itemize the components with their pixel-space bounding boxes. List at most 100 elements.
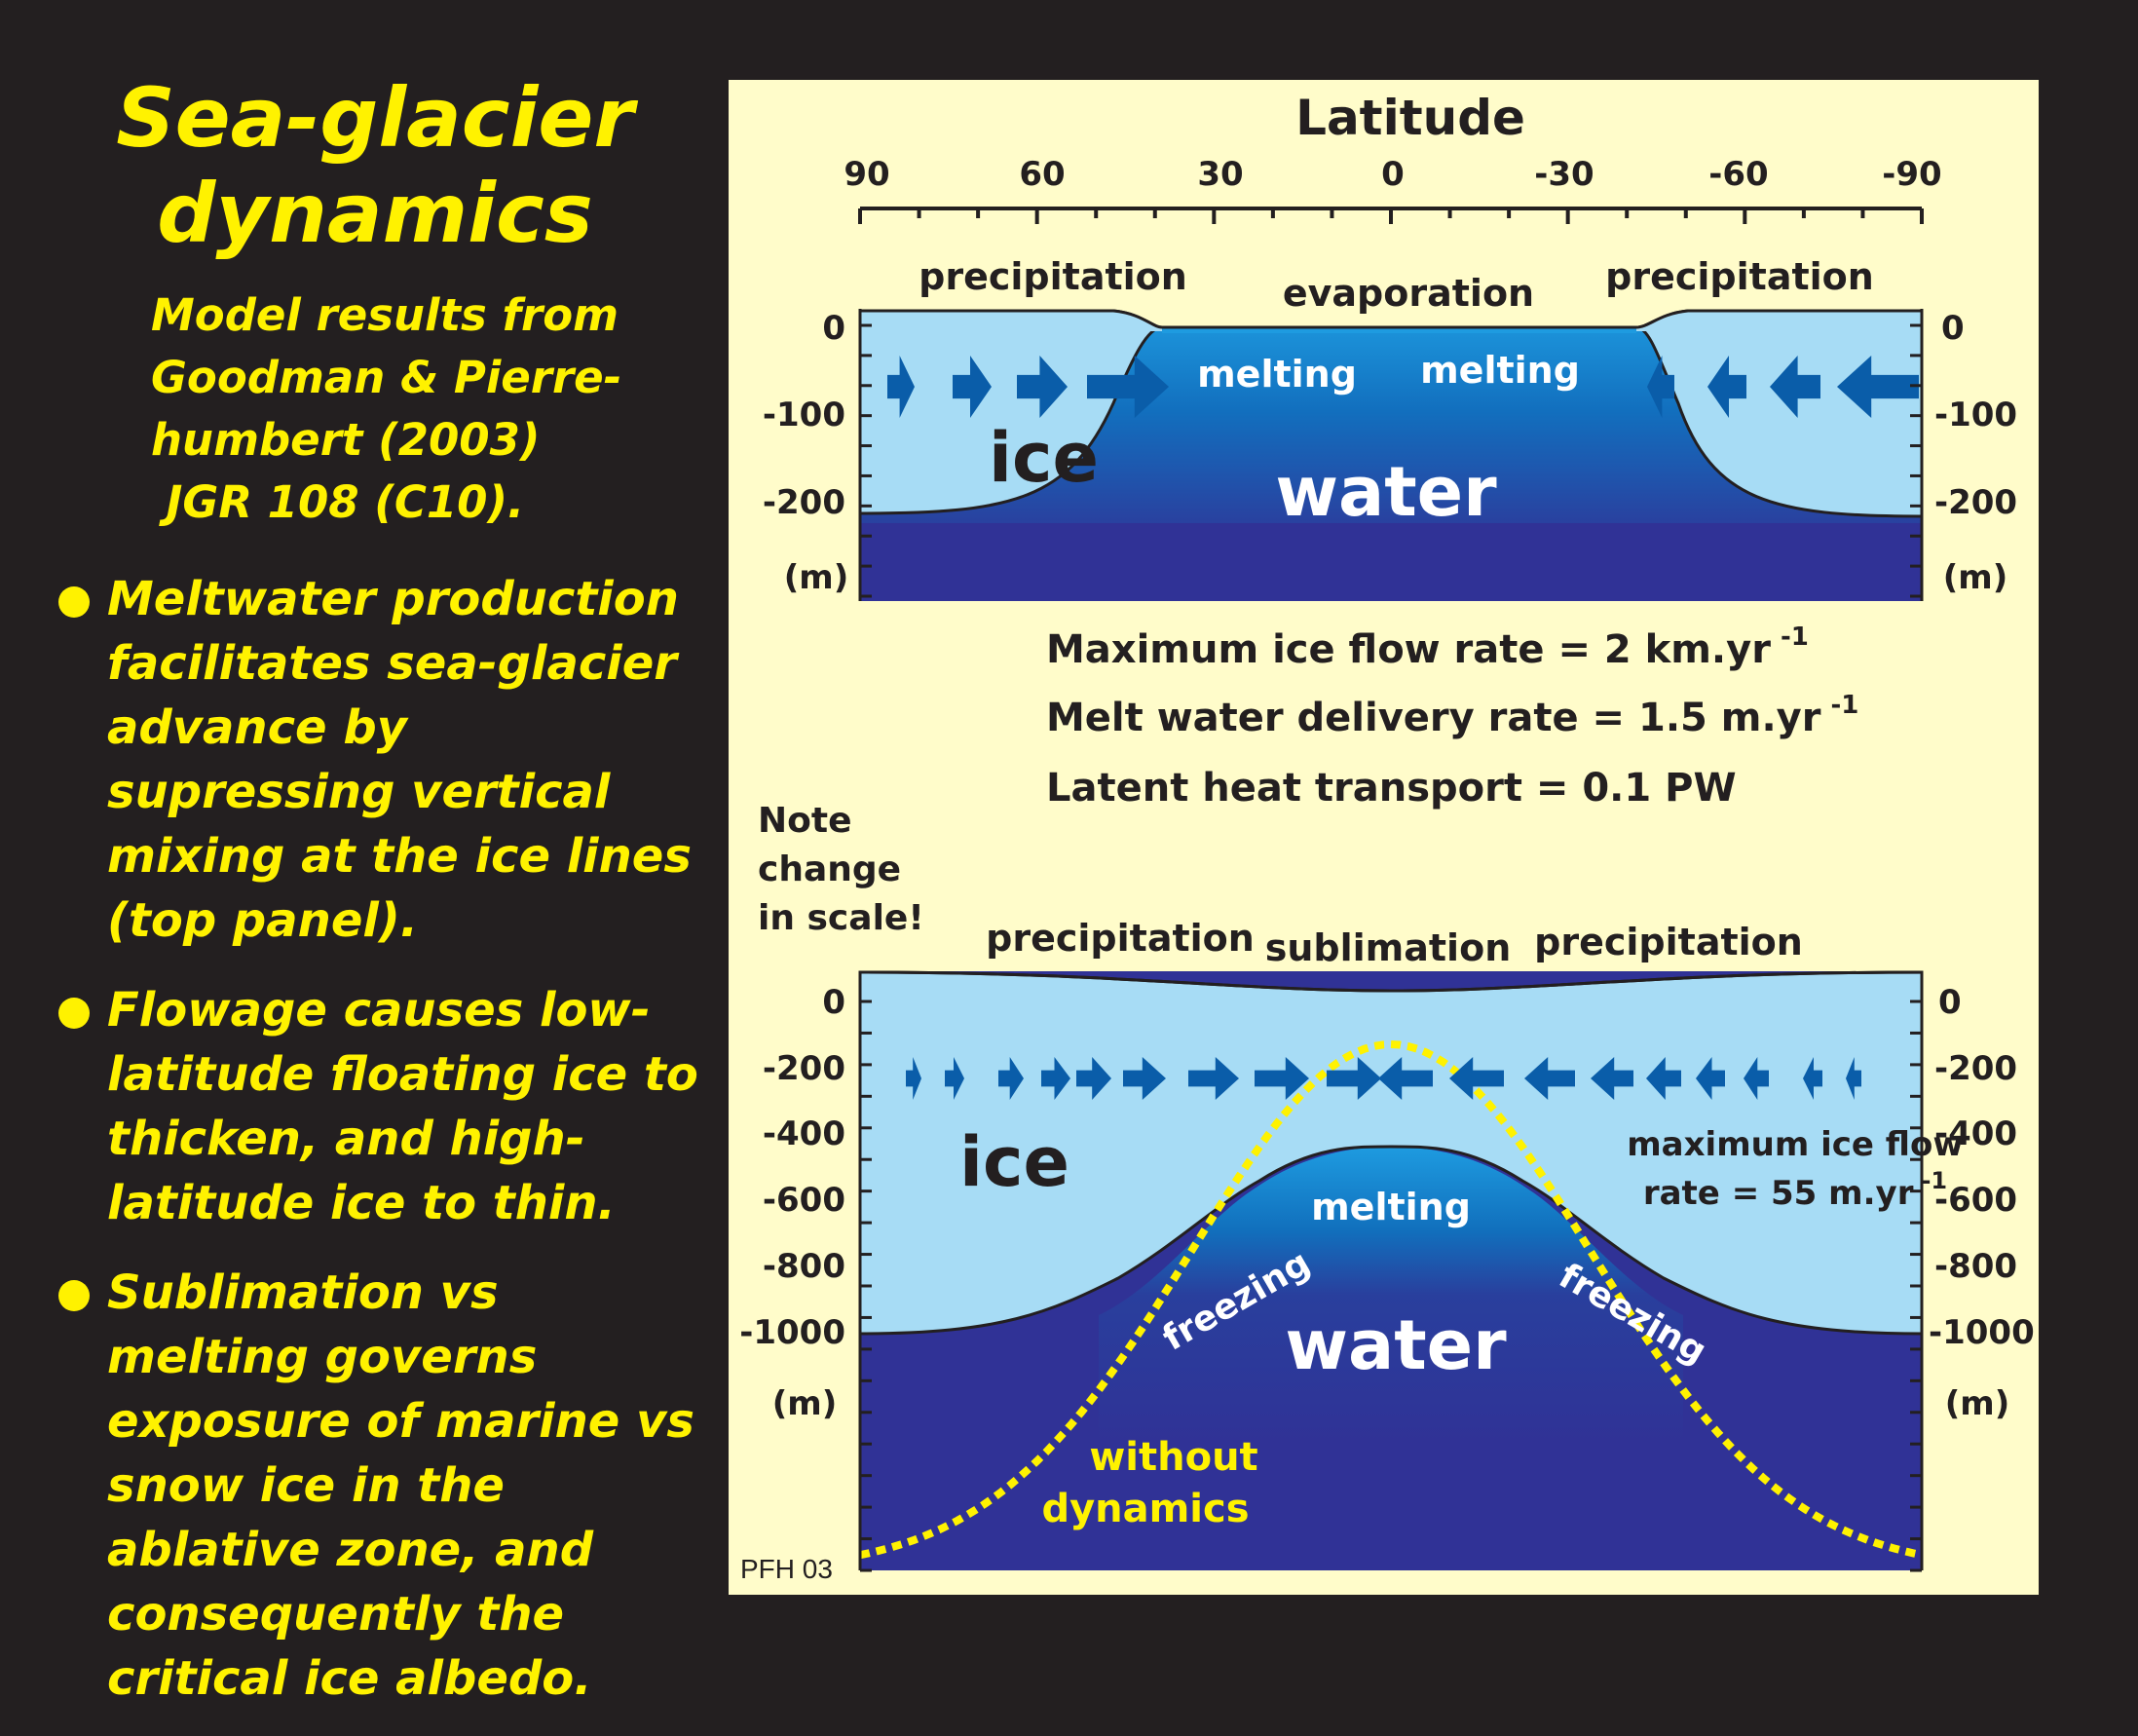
flow-arrow-right-icon (1076, 1057, 1111, 1100)
flow-arrow-right-icon (953, 356, 992, 418)
bullet-dot-icon (58, 1280, 90, 1311)
bullet-dot-icon (58, 998, 90, 1029)
top-ice-left (860, 309, 1162, 513)
flow-arrow-left-icon (1707, 356, 1746, 418)
note-line-1: Note (758, 801, 852, 841)
flow-arrow-left-icon (1449, 1057, 1504, 1100)
top-precipitation-left: precipitation (919, 255, 1187, 298)
flow-arrow-right-icon (1327, 1057, 1381, 1100)
top-unit-left: (m) (784, 558, 849, 597)
flow-arrow-left-icon (1378, 1057, 1433, 1100)
flow-arrow-left-icon (1696, 1057, 1725, 1100)
top-flow-arrows (887, 356, 1919, 418)
bottom-depth-label-left: -1000 (739, 1313, 845, 1352)
bottom-ice-label: ice (959, 1122, 1069, 1202)
stat-latent-heat: Latent heat transport = 0.1 PW (1046, 766, 1737, 811)
reference-line-1: Model results from (151, 289, 619, 341)
title-line-2: dynamics (157, 166, 593, 261)
flow-arrow-left-icon (1837, 356, 1919, 418)
top-depth-label-left: 0 (822, 309, 845, 348)
flow-arrow-left-icon (1524, 1057, 1575, 1100)
flow-arrow-left-icon (1591, 1057, 1633, 1100)
latitude-tick-label: 0 (1381, 155, 1405, 194)
bullet-list: Meltwater production facilitates sea-gla… (56, 567, 709, 1736)
bottom-depth-axis (858, 971, 1924, 1572)
flow-arrow-right-icon (1188, 1057, 1239, 1100)
bottom-depth-label-left: -600 (763, 1181, 845, 1220)
without-dynamics-line-1: without (1089, 1435, 1257, 1480)
flow-arrow-right-icon (1041, 1057, 1070, 1100)
latitude-tick-label: -60 (1708, 155, 1768, 194)
flow-arrow-right-icon (998, 1057, 1024, 1100)
bottom-depth-label-right: -400 (1934, 1114, 2017, 1153)
bottom-depth-label-left: 0 (822, 983, 845, 1022)
bottom-precipitation-left: precipitation (986, 917, 1255, 960)
flow-arrow-left-icon (1803, 1057, 1822, 1100)
latitude-tick-label: 60 (1019, 155, 1065, 194)
top-water-label: water (1275, 452, 1497, 532)
bullet-text: Meltwater production facilitates sea-gla… (107, 572, 692, 948)
flow-arrow-right-icon (1087, 356, 1169, 418)
bottom-depth-label-right: -800 (1934, 1247, 2017, 1286)
note-line-3: in scale! (758, 898, 924, 938)
stat-max-ice-flow: Maximum ice flow rate = 2 km.yr-1 (1046, 623, 1809, 672)
bullet-text: Sublimation vs melting governs exposure … (107, 1265, 694, 1706)
bottom-depth-label-right: -600 (1934, 1181, 2017, 1220)
bullet-text: Flowage causes low-latitude floating ice… (107, 983, 698, 1230)
top-ice-label: ice (989, 418, 1099, 498)
top-melting-left: melting (1197, 353, 1357, 396)
flow-arrow-left-icon (1744, 1057, 1769, 1100)
top-depth-label-right: -100 (1934, 396, 2017, 434)
note-line-2: change (758, 849, 901, 889)
flow-arrow-right-icon (945, 1057, 964, 1100)
flow-arrow-right-icon (1123, 1057, 1166, 1100)
flow-arrow-left-icon (1770, 356, 1820, 418)
bottom-precipitation-right: precipitation (1534, 921, 1803, 963)
bottom-water-label: water (1285, 1305, 1507, 1385)
latitude-axis-line (858, 207, 1924, 224)
bottom-depth-label-left: -200 (763, 1049, 845, 1088)
bullet-item: Flowage causes low-latitude floating ice… (56, 978, 709, 1235)
page-title: Sea-glacier dynamics (58, 70, 692, 261)
latitude-tick-label: -30 (1534, 155, 1594, 194)
bottom-flow-arrows (906, 1057, 1861, 1100)
flow-arrow-left-icon (1647, 356, 1674, 418)
latitude-axis-title: Latitude (1295, 90, 1525, 146)
bottom-water-gradient (1099, 1147, 1683, 1444)
top-melting-right: melting (1420, 349, 1580, 392)
latitude-tick-label: 90 (844, 155, 889, 194)
bottom-depth-label-right: 0 (1938, 983, 1962, 1022)
bottom-cross-section (858, 970, 1924, 1570)
top-depth-label-left: -100 (763, 396, 845, 434)
bullet-dot-icon (58, 586, 90, 618)
top-ice-right (1636, 309, 1922, 516)
top-unit-right: (m) (1943, 558, 2008, 597)
flow-arrow-right-icon (1255, 1057, 1309, 1100)
reference-line-2: Goodman & Pierre- (151, 352, 622, 403)
top-depth-label-right: -200 (1934, 483, 2017, 522)
without-dynamics-line-2: dynamics (1041, 1487, 1249, 1531)
bullet-item: Meltwater production facilitates sea-gla… (56, 567, 709, 953)
reference-line-3: humbert (2003) (151, 414, 541, 466)
top-evaporation: evaporation (1283, 272, 1534, 315)
flow-arrow-left-icon (1646, 1057, 1681, 1100)
stat-melt-water-delivery: Melt water delivery rate = 1.5 m.yr-1 (1046, 691, 1858, 740)
bottom-sublimation: sublimation (1265, 926, 1512, 969)
bottom-unit-right: (m) (1945, 1384, 2010, 1423)
flow-arrow-right-icon (906, 1057, 921, 1100)
bullet-item: Sublimation vs melting governs exposure … (56, 1261, 709, 1711)
bottom-unit-left: (m) (772, 1384, 838, 1423)
reference-citation: Model results from Goodman & Pierre- hum… (151, 284, 696, 534)
title-line-1: Sea-glacier (116, 70, 634, 166)
bottom-depth-label-right: -1000 (1929, 1313, 2035, 1352)
top-depth-axis (858, 309, 1924, 601)
flow-arrow-right-icon (887, 356, 915, 418)
latitude-tick-label: 30 (1197, 155, 1243, 194)
max-flow-line-1: maximum ice flow (1627, 1125, 1964, 1164)
latitude-tick-label: -90 (1882, 155, 1941, 194)
without-dynamics-curve (859, 1039, 1923, 1560)
top-depth-label-left: -200 (763, 483, 845, 522)
flow-arrow-right-icon (1017, 356, 1068, 418)
diagram-panel: Latitude 90 60 30 0 -30 -60 -90 0 - (729, 80, 2039, 1595)
reference-line-4: JGR 108 (C10). (151, 476, 525, 528)
